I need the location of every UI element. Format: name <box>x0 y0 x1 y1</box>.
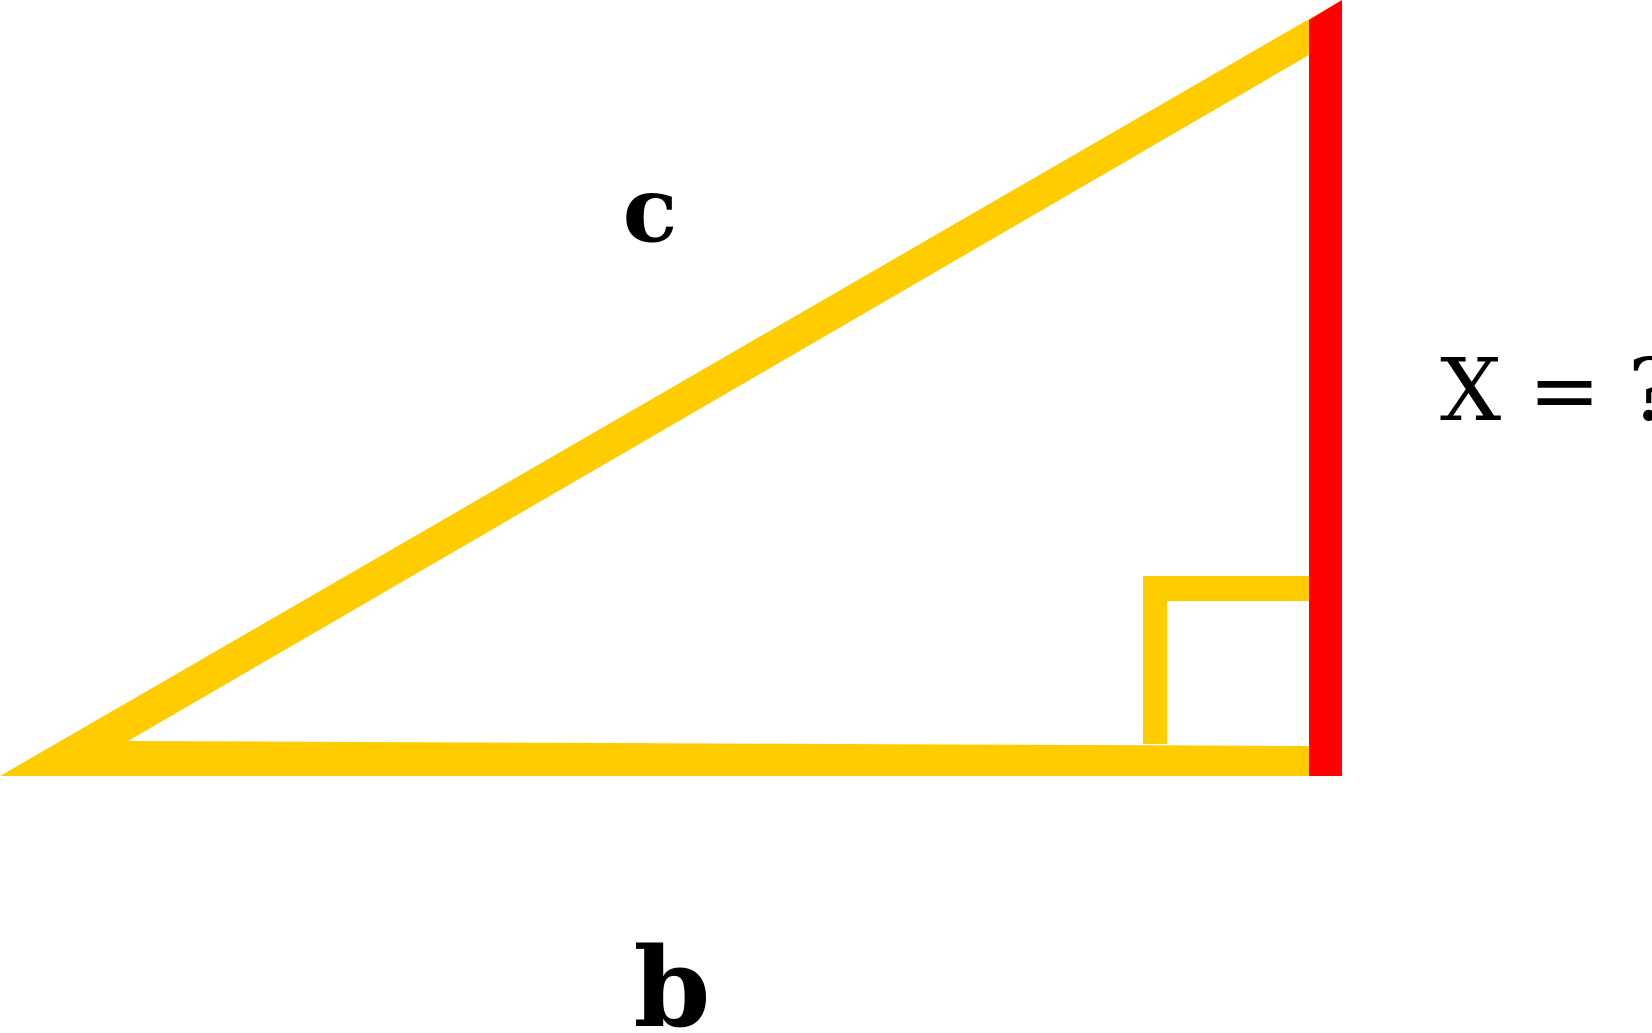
triangle-interior <box>128 55 1309 746</box>
base-label: b <box>634 923 711 1033</box>
hypotenuse-label: c <box>623 157 678 263</box>
unknown-side-highlight <box>1309 0 1342 776</box>
unknown-side-label: X = ? <box>1440 341 1652 441</box>
right-angle-marker <box>1143 576 1309 744</box>
